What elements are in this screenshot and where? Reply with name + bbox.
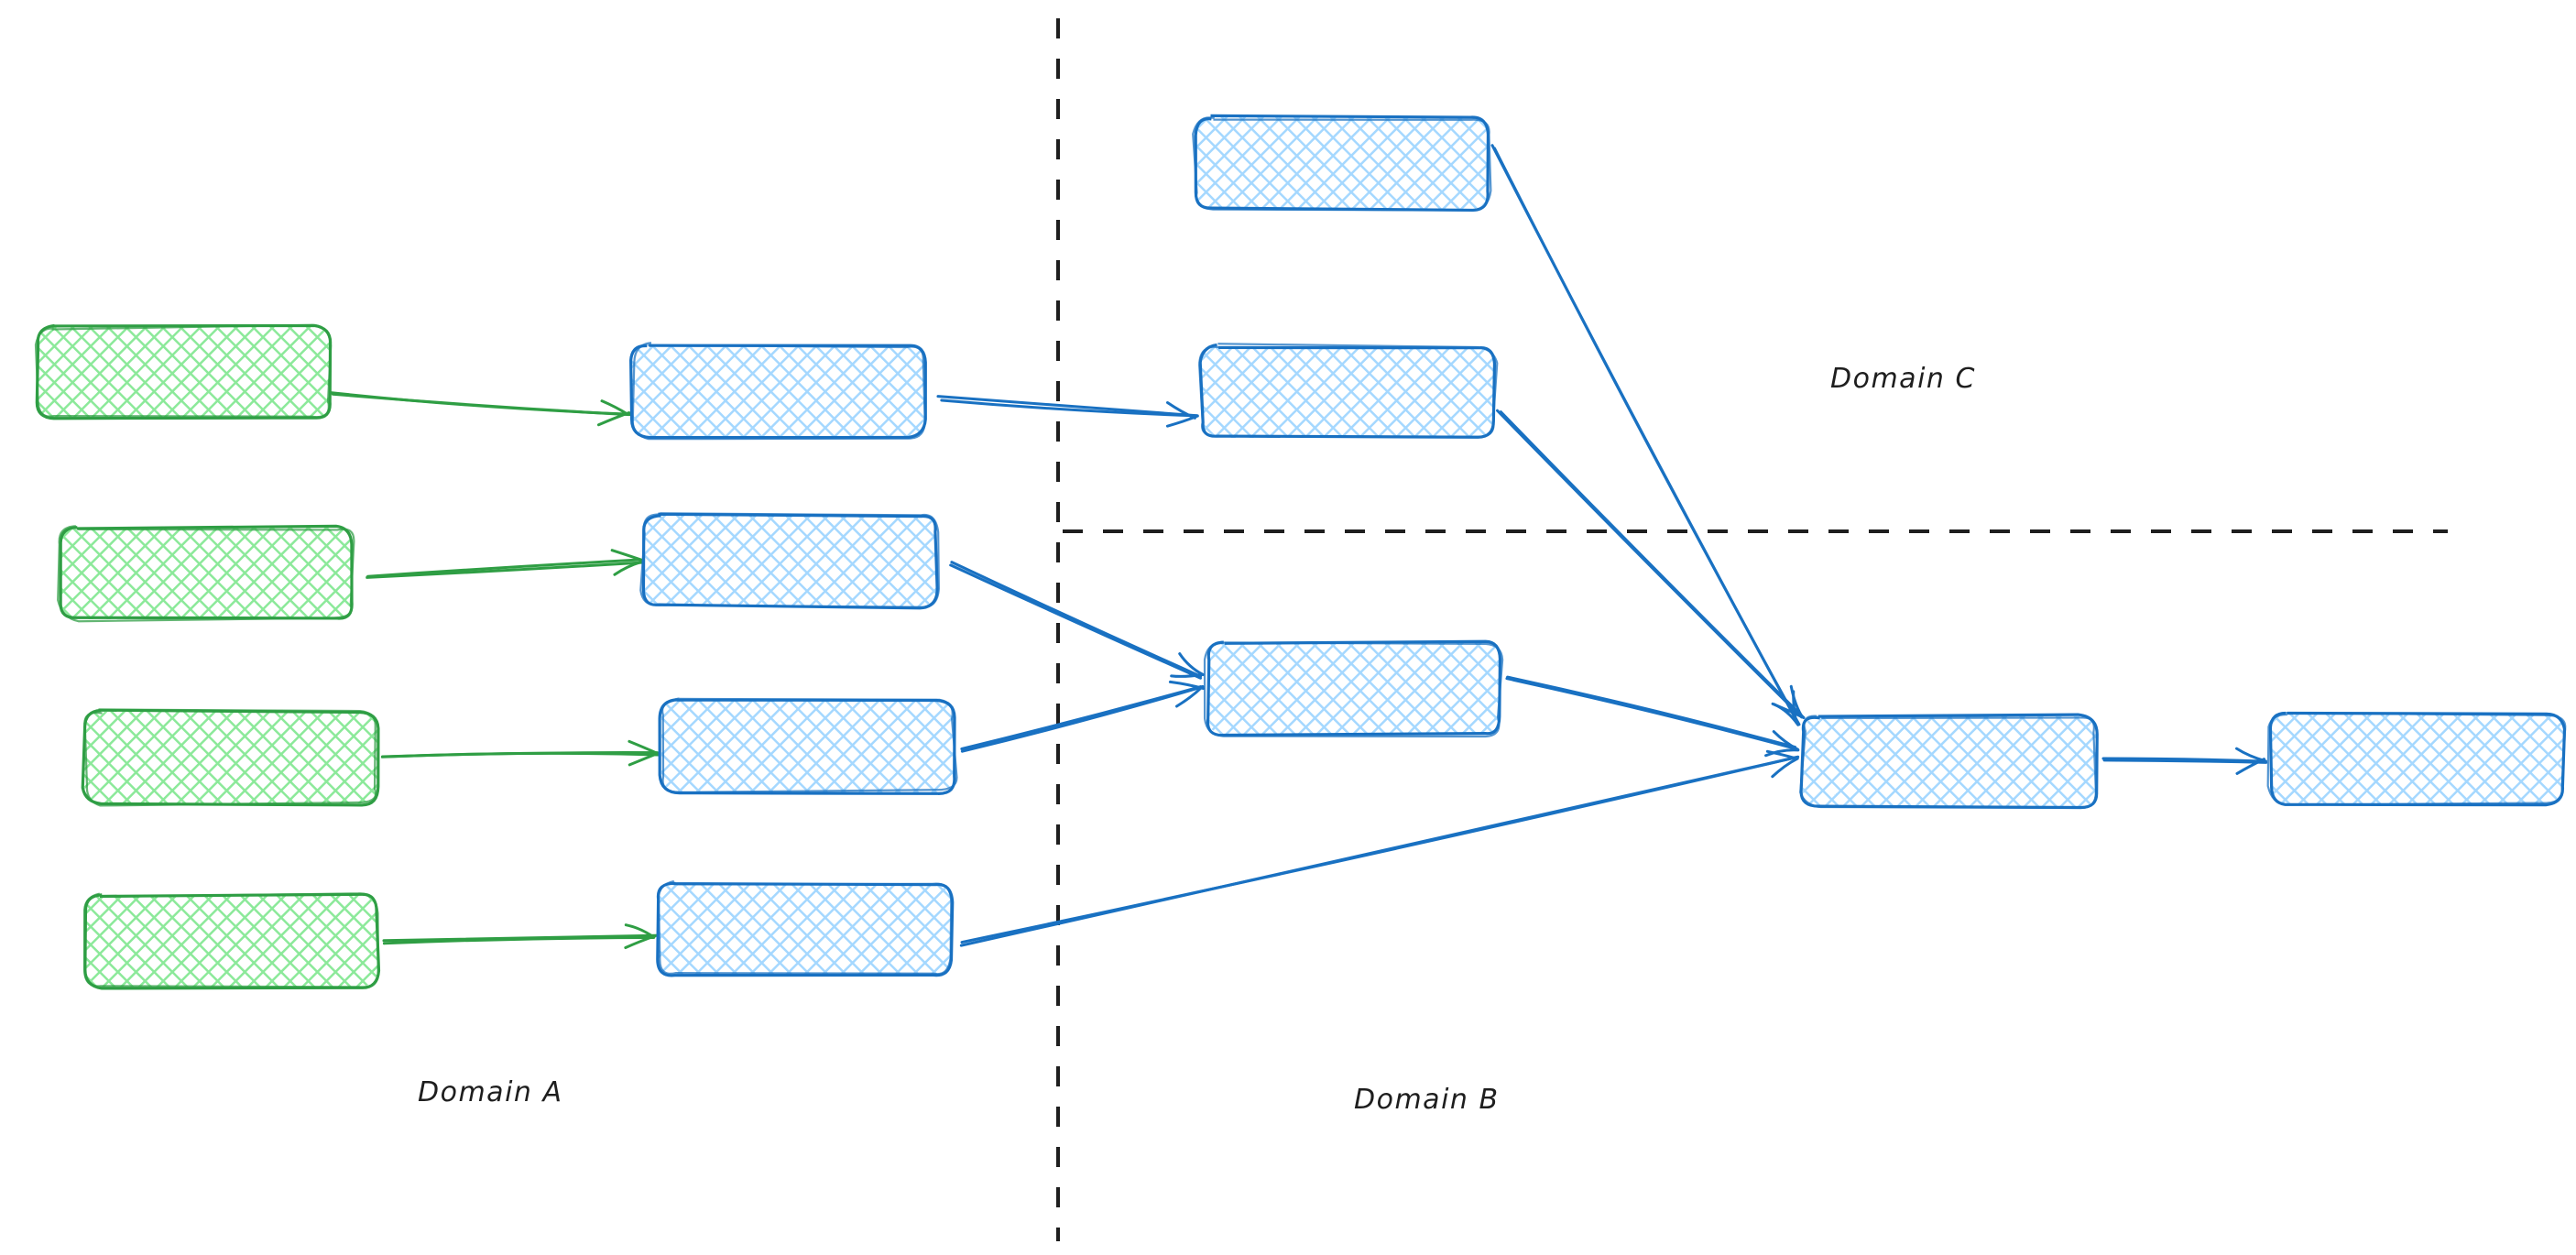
label-domain-c: Domain C — [1830, 363, 1976, 395]
node-c3[interactable] — [1203, 639, 1504, 738]
node-a2[interactable] — [57, 524, 355, 623]
edge-c3-d1 — [1505, 675, 1800, 758]
node-layer — [34, 114, 2567, 990]
edge-layer — [329, 144, 2268, 950]
edge-a1-b1 — [329, 391, 631, 427]
node-c2[interactable] — [1198, 343, 1499, 439]
edge-a2-b2 — [366, 549, 645, 579]
node-b2[interactable] — [639, 512, 940, 610]
edge-b1-c2 — [936, 395, 1199, 428]
node-e1[interactable] — [2266, 711, 2567, 807]
edge-b3-c3 — [960, 680, 1206, 753]
node-b3[interactable] — [658, 697, 958, 795]
node-b4[interactable] — [656, 879, 955, 977]
node-b1[interactable] — [629, 342, 927, 441]
edge-a4-b4 — [382, 923, 659, 950]
label-domain-a: Domain A — [418, 1076, 562, 1108]
edge-a3-b3 — [380, 739, 660, 767]
node-c1[interactable] — [1192, 114, 1492, 213]
label-layer: Domain A Domain B Domain C — [418, 363, 1976, 1116]
divider-layer — [1056, 18, 2448, 1241]
edge-b2-c3 — [949, 561, 1205, 680]
label-domain-b: Domain B — [1354, 1084, 1500, 1116]
edge-c1-d1 — [1490, 144, 1801, 726]
node-a1[interactable] — [34, 323, 333, 420]
node-a4[interactable] — [82, 892, 381, 990]
node-a3[interactable] — [81, 708, 380, 807]
edge-d1-e1 — [2101, 747, 2268, 775]
node-d1[interactable] — [1799, 713, 2099, 810]
edge-c2-d1 — [1496, 409, 1806, 720]
edge-b4-d1 — [959, 749, 1800, 947]
